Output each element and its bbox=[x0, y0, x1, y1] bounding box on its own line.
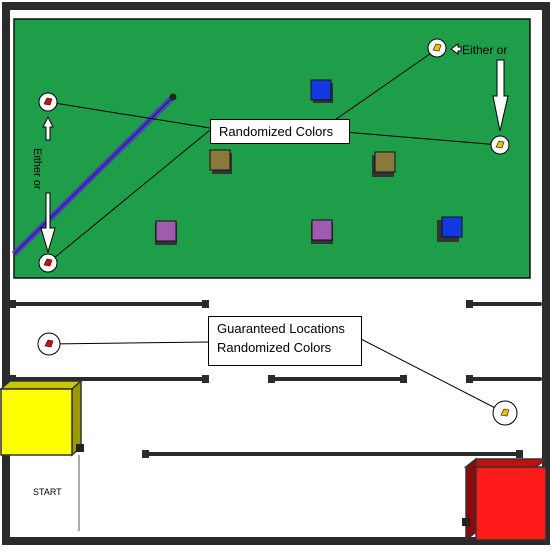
cube-olive-right bbox=[372, 151, 396, 177]
cube-olive-left bbox=[209, 149, 232, 174]
cube-blue-right bbox=[437, 216, 463, 242]
guaranteed-locations-label: Guaranteed Locations Randomized Colors bbox=[208, 316, 362, 366]
red-goal-block bbox=[462, 457, 549, 542]
start-label: START bbox=[33, 487, 62, 497]
arrow-left-up-icon bbox=[42, 115, 54, 141]
cube-purple-left bbox=[155, 220, 177, 245]
arrow-right-left-icon bbox=[450, 43, 462, 55]
randomized-colors-label: Randomized Colors bbox=[210, 119, 350, 144]
guaranteed-line-1: Guaranteed Locations bbox=[217, 321, 345, 336]
cube-blue-top bbox=[310, 79, 333, 103]
yellow-start-block bbox=[0, 379, 84, 457]
marker-yellow-mid-right bbox=[490, 135, 510, 155]
marker-yellow-guaranteed bbox=[492, 400, 518, 426]
either-or-label-left: Either or bbox=[31, 148, 43, 190]
cube-purple-mid bbox=[311, 219, 333, 244]
interior-walls bbox=[8, 302, 542, 456]
marker-yellow-top-right bbox=[427, 38, 447, 58]
guaranteed-line-2: Randomized Colors bbox=[217, 340, 332, 355]
marker-red-guaranteed bbox=[37, 332, 61, 356]
outer-wall bbox=[2, 2, 550, 545]
marker-red-upper-left bbox=[38, 92, 58, 112]
marker-red-lower-left bbox=[38, 253, 58, 273]
arrow-right-down-icon bbox=[492, 59, 509, 132]
connector-lines bbox=[47, 48, 506, 414]
either-or-label-right: Either or bbox=[462, 43, 508, 57]
arrow-left-down-icon bbox=[40, 192, 56, 254]
